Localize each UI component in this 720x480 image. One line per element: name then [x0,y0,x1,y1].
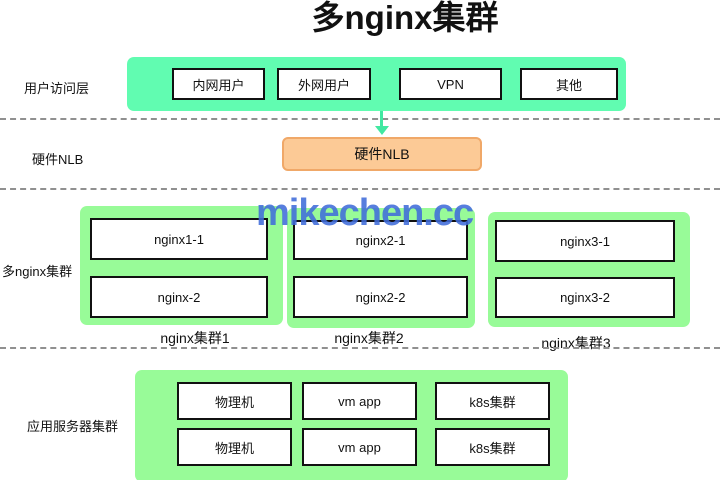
watermark: mikechen.cc [256,192,474,234]
hardware-nlb-box: 硬件NLB [282,137,482,171]
node-nginx1-1: nginx1-1 [90,218,268,260]
node-nginx-2: nginx-2 [90,276,268,318]
node-intranet-users: 内网用户 [172,68,265,100]
node-vm-app-1: vm app [302,382,417,420]
node-vm-app-2: vm app [302,428,417,466]
app-layer-label: 应用服务器集群 [27,419,119,434]
node-vpn: VPN [399,68,502,100]
node-nginx3-2: nginx3-2 [495,277,675,318]
access-layer-label: 用户访问层 [24,81,90,96]
node-k8s-cluster-2: k8s集群 [435,428,550,466]
node-nginx2-2: nginx2-2 [293,276,468,318]
node-nginx2-1: nginx2-1 [293,220,468,260]
node-physical-machine-2: 物理机 [177,428,292,466]
page-title: 多nginx集群 [311,0,499,36]
down-arrow-icon [375,126,389,135]
down-arrow-connector-stem [380,111,383,127]
node-nginx3-1: nginx3-1 [495,220,675,262]
nginx-cluster-2-caption: nginx集群2 [334,330,404,346]
node-k8s-cluster-1: k8s集群 [435,382,550,420]
dashed-divider-2 [0,188,720,190]
dashed-divider-1 [0,118,720,120]
node-physical-machine-1: 物理机 [177,382,292,420]
nginx-cluster-3-caption: nginx集群3 [541,335,611,351]
nlb-layer-label: 硬件NLB [32,152,84,167]
dashed-divider-3 [0,347,720,349]
node-other: 其他 [520,68,618,100]
node-extranet-users: 外网用户 [277,68,371,100]
nginx-layer-label: 多nginx集群 [2,264,73,279]
nginx-cluster-1-caption: nginx集群1 [160,330,230,346]
